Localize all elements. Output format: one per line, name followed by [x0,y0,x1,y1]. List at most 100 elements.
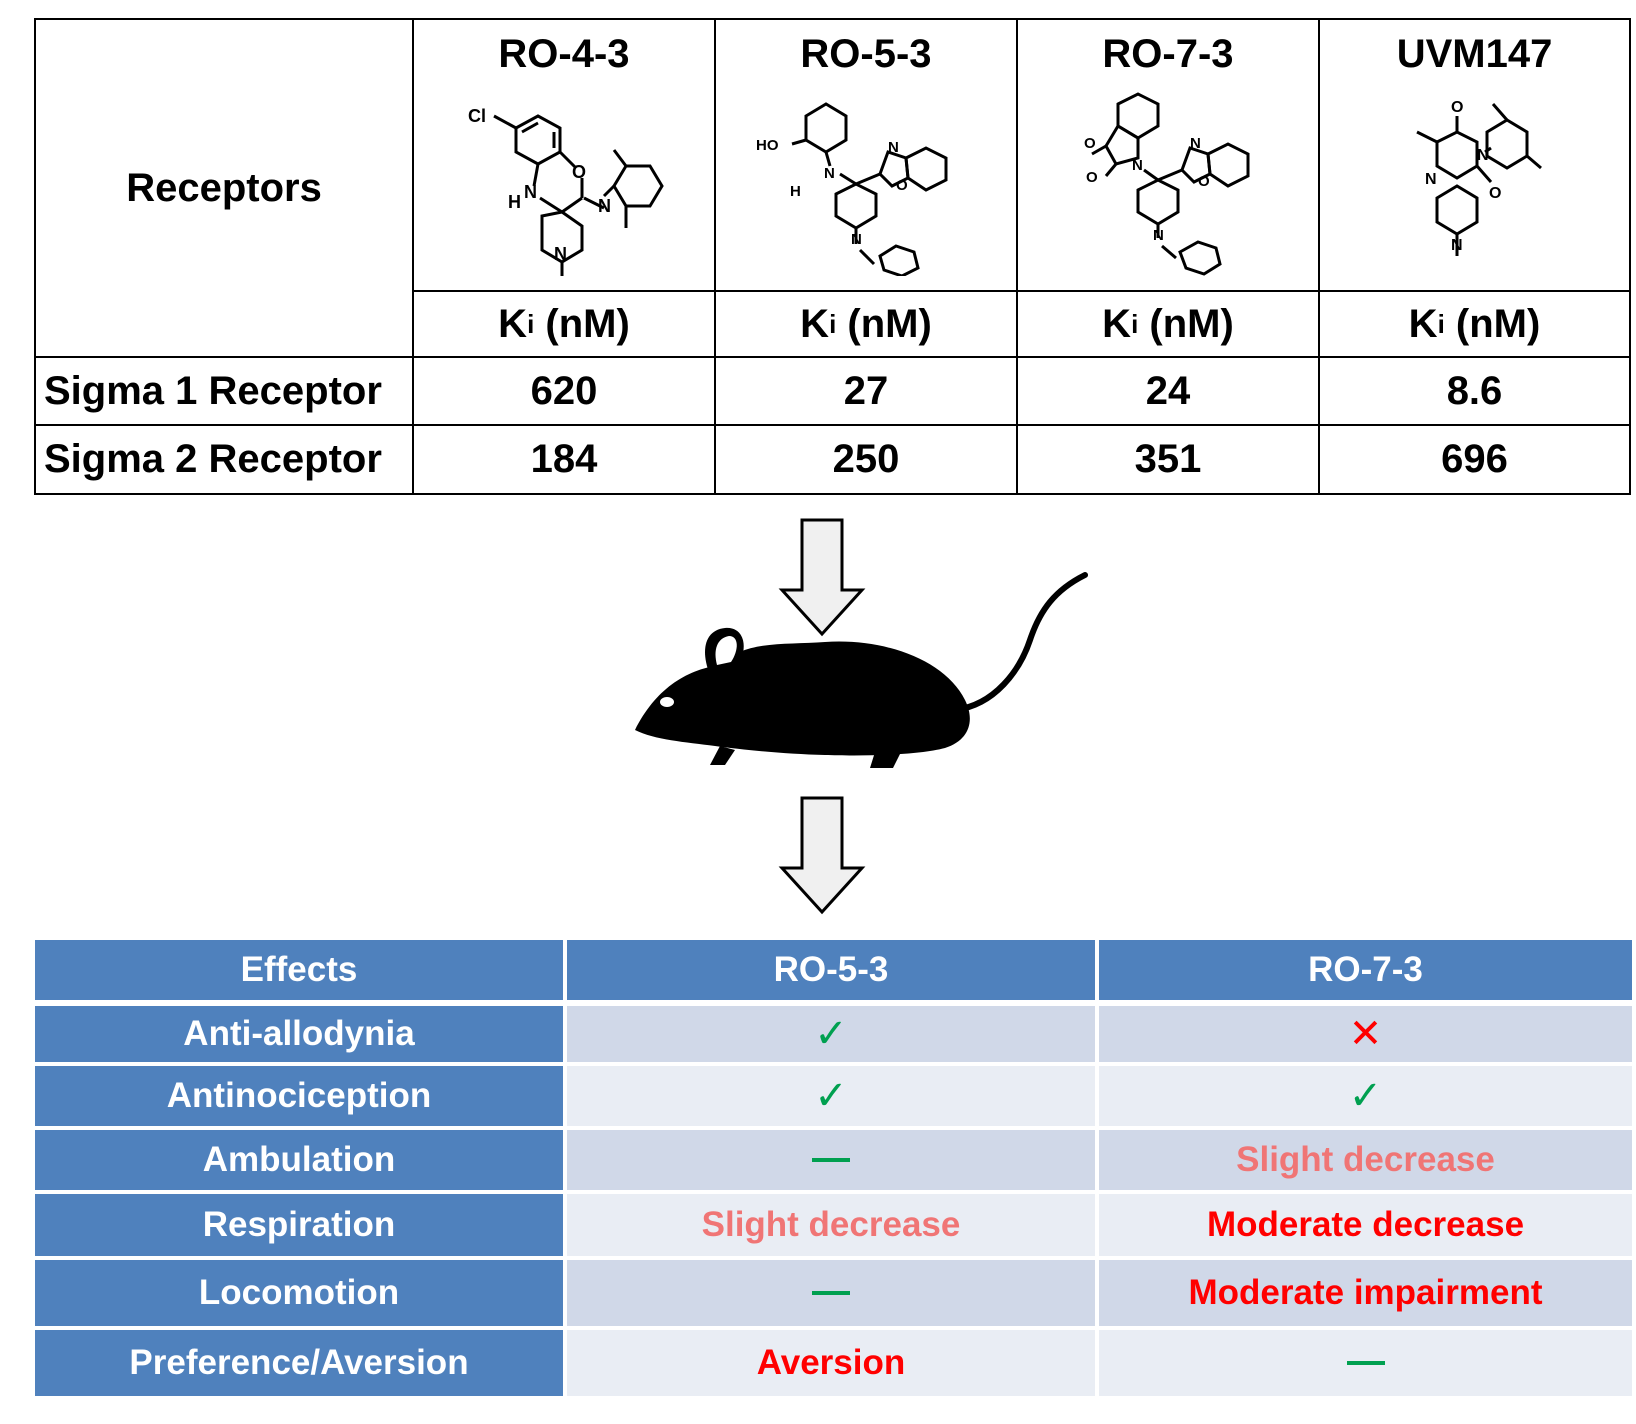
effect-label-cell: Locomotion [35,1260,563,1326]
ki-unit: (nM) [545,301,630,346]
header-label: Effects [240,950,358,989]
check-icon: ✓ [814,1074,848,1118]
effect-value: Moderate decrease [1206,1205,1525,1244]
row-label: Sigma 1 Receptor [44,368,382,413]
effect-label: Antinociception [166,1076,432,1115]
header-label: RO-7-3 [1308,950,1423,989]
effect-label: Anti-allodynia [183,1014,415,1053]
ro-5-3-structure-icon: HO N H N O N [756,102,948,276]
effect-label: Locomotion [198,1273,400,1312]
atom-label: N [554,244,567,264]
ki-value-cell: 24 [1016,356,1320,426]
check-icon: ✓ [1348,1074,1383,1118]
atom-label: N [598,196,611,216]
ki-value: 27 [843,368,889,413]
ki-unit: (nM) [1149,301,1234,346]
compound-name: RO-4-3 [498,32,630,76]
effect-value: Slight decrease [701,1205,961,1244]
mouse-icon [635,572,1088,768]
ki-value-cell: 620 [412,356,716,426]
ki-symbol: K [1102,301,1132,346]
atom-label: N [1153,227,1164,244]
ro-7-3-effect-cell [1099,1330,1632,1396]
compound-cell-ro-4-3: RO-4-3 Cl O N H N N [412,18,716,292]
ro-7-3-structure-icon: O O N N O N [1084,92,1250,276]
ro-5-3-effect-cell [567,1130,1095,1190]
ki-value: 696 [1441,437,1508,481]
atom-label: N [1190,135,1201,152]
ki-subscript: i [829,308,837,339]
atom-label: N [1425,171,1437,188]
ki-symbol: K [800,301,830,346]
ki-value: 351 [1134,437,1202,481]
ro-5-3-effect-cell: ✓ [567,1006,1095,1062]
atom-label: N [1451,237,1463,254]
dash-icon [812,1291,850,1295]
atom-label: N [524,182,537,202]
ro-7-3-effect-cell: Slight decrease [1099,1130,1632,1190]
effects-header: Effects [35,940,563,1000]
header-label: RO-5-3 [773,950,889,989]
atom-label: O [1451,99,1463,116]
ro-4-3-structure-icon: Cl O N H N N [468,106,664,276]
ki-value-cell: 250 [714,424,1018,495]
atom-label: H [790,183,801,200]
effect-label-cell: Anti-allodynia [35,1006,563,1062]
row-label-sigma-1: Sigma 1 Receptor [34,356,414,426]
ki-value-cell: 27 [714,356,1018,426]
ki-value: 184 [530,437,598,481]
down-arrow-icon [778,518,866,637]
atom-label: O [1086,169,1098,186]
ki-value: 620 [530,368,598,413]
atom-label: HO [756,137,779,154]
effect-value: Moderate impairment [1188,1273,1543,1312]
effect-value: Aversion [756,1343,906,1382]
ro-5-3-effect-cell: Aversion [567,1330,1095,1396]
effect-label: Respiration [202,1205,396,1244]
compound-name: UVM147 [1396,32,1553,76]
ki-unit: (nM) [847,301,932,346]
ro-5-3-effect-cell: ✓ [567,1066,1095,1126]
ki-value: 250 [832,437,900,481]
receptor-affinity-table: Receptors RO-4-3 Cl O N H N N RO-5-3 [34,18,1631,499]
uvm147-structure-icon: O N N O N [1415,99,1542,256]
effect-label-cell: Preference/Aversion [35,1330,563,1396]
row-label-sigma-2: Sigma 2 Receptor [34,424,414,495]
compound-cell-ro-5-3: RO-5-3 HO N H N O N [714,18,1018,292]
ro-7-3-header: RO-7-3 [1099,940,1632,1000]
atom-label: H [508,192,521,212]
ki-value: 8.6 [1446,368,1503,413]
ki-value-cell: 696 [1318,424,1631,495]
atom-label: O [1489,185,1501,202]
ki-value-cell: 351 [1016,424,1320,495]
atom-label: N [851,231,862,248]
effect-label-cell: Ambulation [35,1130,563,1190]
compound-name: RO-5-3 [800,32,932,76]
ki-symbol: K [498,301,528,346]
atom-label: O [1198,173,1210,190]
effect-label: Ambulation [202,1140,396,1179]
ki-subscript: i [1437,308,1445,339]
atom-label: N [1132,157,1143,174]
ro-5-3-effect-cell [567,1260,1095,1326]
ki-value: 24 [1145,368,1191,413]
ro-7-3-effect-cell: ✓ [1099,1066,1632,1126]
effect-label-cell: Respiration [35,1194,563,1256]
down-arrow-icon [778,796,866,915]
ki-subscript: i [527,308,535,339]
ki-subscript: i [1131,308,1139,339]
atom-label: N [824,165,835,182]
atom-label: O [1084,135,1096,152]
ki-unit: (nM) [1455,301,1541,346]
atom-label: N [888,139,899,156]
row-label: Sigma 2 Receptor [44,437,382,481]
effect-label: Preference/Aversion [129,1343,469,1382]
effect-value: Slight decrease [1236,1140,1495,1179]
check-icon: ✓ [814,1012,848,1056]
compound-cell-ro-7-3: RO-7-3 O O N N O N [1016,18,1320,292]
compound-cell-uvm147: UVM147 O N N O N [1318,18,1631,292]
atom-label: O [572,162,586,182]
ki-value-cell: 184 [412,424,716,495]
